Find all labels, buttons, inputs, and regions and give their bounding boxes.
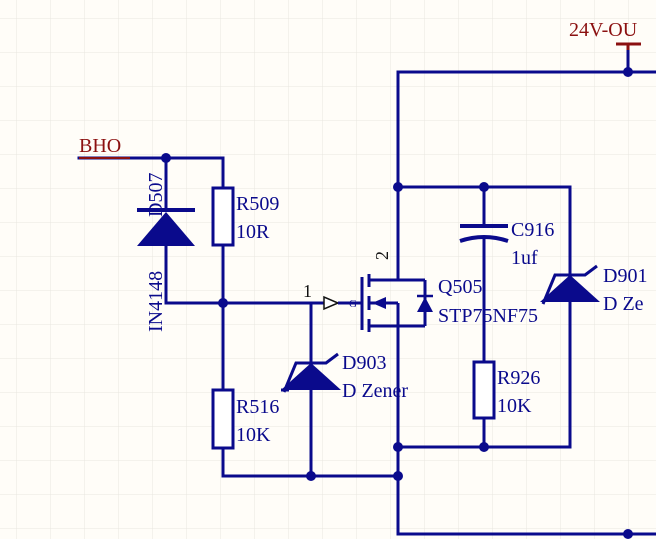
mosfet-q505-value: STP75NF75 bbox=[438, 305, 538, 327]
zener-d901-value: D Ze bbox=[603, 293, 644, 315]
junction-dot bbox=[623, 67, 633, 77]
zener-d901-ref: D901 bbox=[603, 265, 647, 287]
resistor-r509-ref: R509 bbox=[236, 193, 279, 215]
zener-d901-bar bbox=[541, 264, 598, 305]
resistor-r516-ref: R516 bbox=[236, 396, 279, 418]
resistor-r516-body bbox=[211, 388, 235, 450]
resistor-r516-value: 10K bbox=[236, 424, 271, 446]
mosfet-q505-ref: Q505 bbox=[438, 276, 482, 298]
diode-d507-ref: D507 bbox=[145, 173, 167, 217]
net-vout-label: 24V-OU bbox=[569, 19, 638, 41]
net-bho[interactable]: BHO bbox=[79, 135, 130, 159]
net-bho-label: BHO bbox=[79, 135, 121, 157]
junction-dot bbox=[161, 153, 171, 163]
zener-d903-value: D Zener bbox=[342, 380, 408, 402]
zener-d903[interactable]: D903 D Zener bbox=[281, 352, 408, 402]
capacitor-c916-ref: C916 bbox=[511, 219, 554, 241]
gate-pin: 1 bbox=[303, 281, 362, 311]
zener-d903-ref: D903 bbox=[342, 352, 386, 374]
zener-d901-body bbox=[540, 275, 600, 302]
resistor-r926-ref: R926 bbox=[497, 367, 540, 389]
capacitor-c916[interactable]: C916 1uf bbox=[459, 219, 554, 269]
junctions bbox=[161, 67, 633, 539]
resistor-r926-body bbox=[472, 360, 496, 420]
gate-pin-number: 1 bbox=[303, 281, 312, 301]
drain-pin-number: 2 bbox=[372, 251, 392, 260]
resistor-r516[interactable]: R516 10K bbox=[211, 388, 279, 450]
resistor-r926[interactable]: R926 10K bbox=[472, 360, 540, 420]
junction-dot bbox=[623, 529, 633, 539]
diode-d507[interactable]: D507 IN4148 bbox=[137, 173, 195, 332]
wires bbox=[77, 48, 656, 536]
resistor-r509-value: 10R bbox=[236, 221, 270, 243]
junction-dot bbox=[393, 442, 403, 452]
junction-dot bbox=[393, 471, 403, 481]
diode-d507-body bbox=[137, 212, 195, 246]
resistor-r509-body bbox=[211, 186, 235, 247]
net-vout-port[interactable]: 24V-OU bbox=[569, 19, 641, 50]
junction-dot bbox=[479, 182, 489, 192]
zener-d903-body bbox=[281, 363, 341, 390]
junction-dot bbox=[306, 471, 316, 481]
junction-dot bbox=[393, 182, 403, 192]
resistor-r509[interactable]: R509 10R bbox=[211, 186, 279, 247]
zener-d903-bar bbox=[282, 352, 339, 393]
capacitor-c916-value: 1uf bbox=[511, 247, 538, 269]
junction-dot bbox=[479, 442, 489, 452]
resistor-r926-value: 10K bbox=[497, 395, 532, 417]
diode-d507-value: IN4148 bbox=[145, 271, 167, 332]
mosfet-q505-gate-letter: G bbox=[349, 298, 357, 310]
zener-d901[interactable]: D901 D Ze bbox=[540, 264, 647, 315]
mosfet-q505[interactable]: 2 G Q505 STP75NF75 bbox=[349, 251, 538, 332]
junction-dot bbox=[218, 298, 228, 308]
